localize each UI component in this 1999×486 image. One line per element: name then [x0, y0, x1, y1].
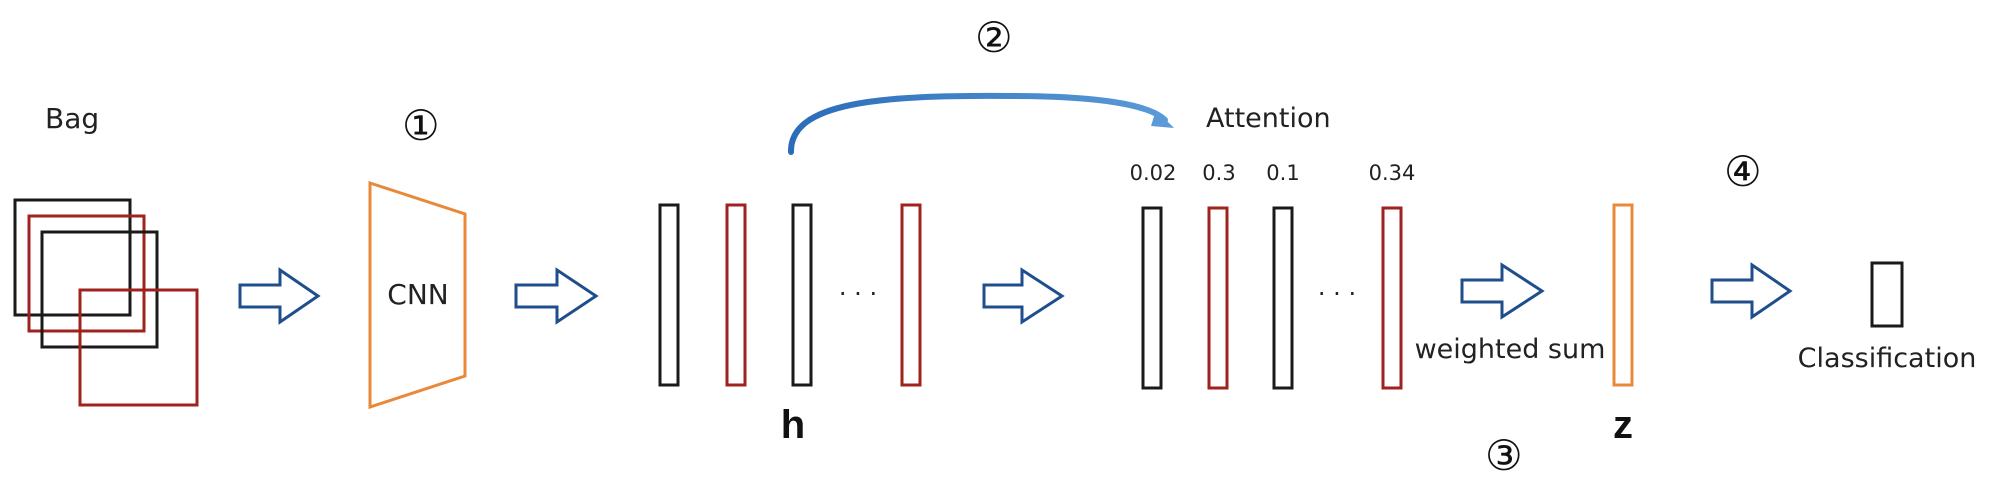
cnn-label: CNN: [387, 278, 448, 311]
block-arrow-5: [1710, 262, 1793, 320]
block-arrow-1: [238, 267, 321, 325]
block-arrow-2: [514, 267, 599, 325]
weighted-vector-2: [1207, 206, 1229, 390]
feature-ellipsis: · · ·: [839, 280, 877, 308]
attention-weights: 0.02 0.3 0.1 0.34: [1130, 161, 1416, 185]
attention-weight-4: 0.34: [1369, 161, 1416, 185]
attention-label: Attention: [1206, 103, 1331, 134]
step-3-marker: ③: [1485, 431, 1523, 480]
attention-weight-2: 0.3: [1202, 161, 1235, 185]
cnn-block: [368, 180, 467, 410]
bag-instances: [13, 198, 199, 407]
block-arrow-3: [982, 267, 1065, 325]
curved-arrow: [787, 92, 1168, 155]
bag-instance-2: [27, 214, 146, 333]
feature-vector-4: [900, 203, 922, 387]
feature-vectors: [658, 203, 922, 387]
weighted-vector-3: [1272, 206, 1294, 390]
z-label: z: [1613, 403, 1633, 447]
bag-instance-1: [13, 198, 132, 317]
weighted-vector-1: [1141, 206, 1163, 390]
h-label: h: [781, 403, 805, 447]
classification-output: [1870, 261, 1904, 328]
weighted-ellipsis: · · ·: [1318, 280, 1356, 308]
block-arrows: [238, 262, 1793, 325]
weighted-vectors: [1141, 206, 1403, 390]
curved-arrow-head: [1151, 110, 1174, 128]
step-1-marker: ①: [402, 101, 440, 150]
bag-instance-4: [78, 288, 199, 407]
weighted-sum-label: weighted sum: [1415, 334, 1606, 365]
attention-weight-3: 0.1: [1266, 161, 1299, 185]
weighted-vector-4: [1381, 206, 1403, 390]
step-2-marker: ②: [975, 13, 1013, 62]
z-vector: [1612, 203, 1634, 387]
bag-label: Bag: [45, 102, 99, 135]
step-4-marker: ④: [1724, 147, 1762, 196]
feature-vector-2: [725, 203, 747, 387]
attention-weight-1: 0.02: [1130, 161, 1177, 185]
classification-label: Classification: [1798, 343, 1977, 374]
feature-vector-1: [658, 203, 680, 387]
block-arrow-4: [1460, 262, 1545, 320]
feature-vector-3: [791, 203, 813, 387]
